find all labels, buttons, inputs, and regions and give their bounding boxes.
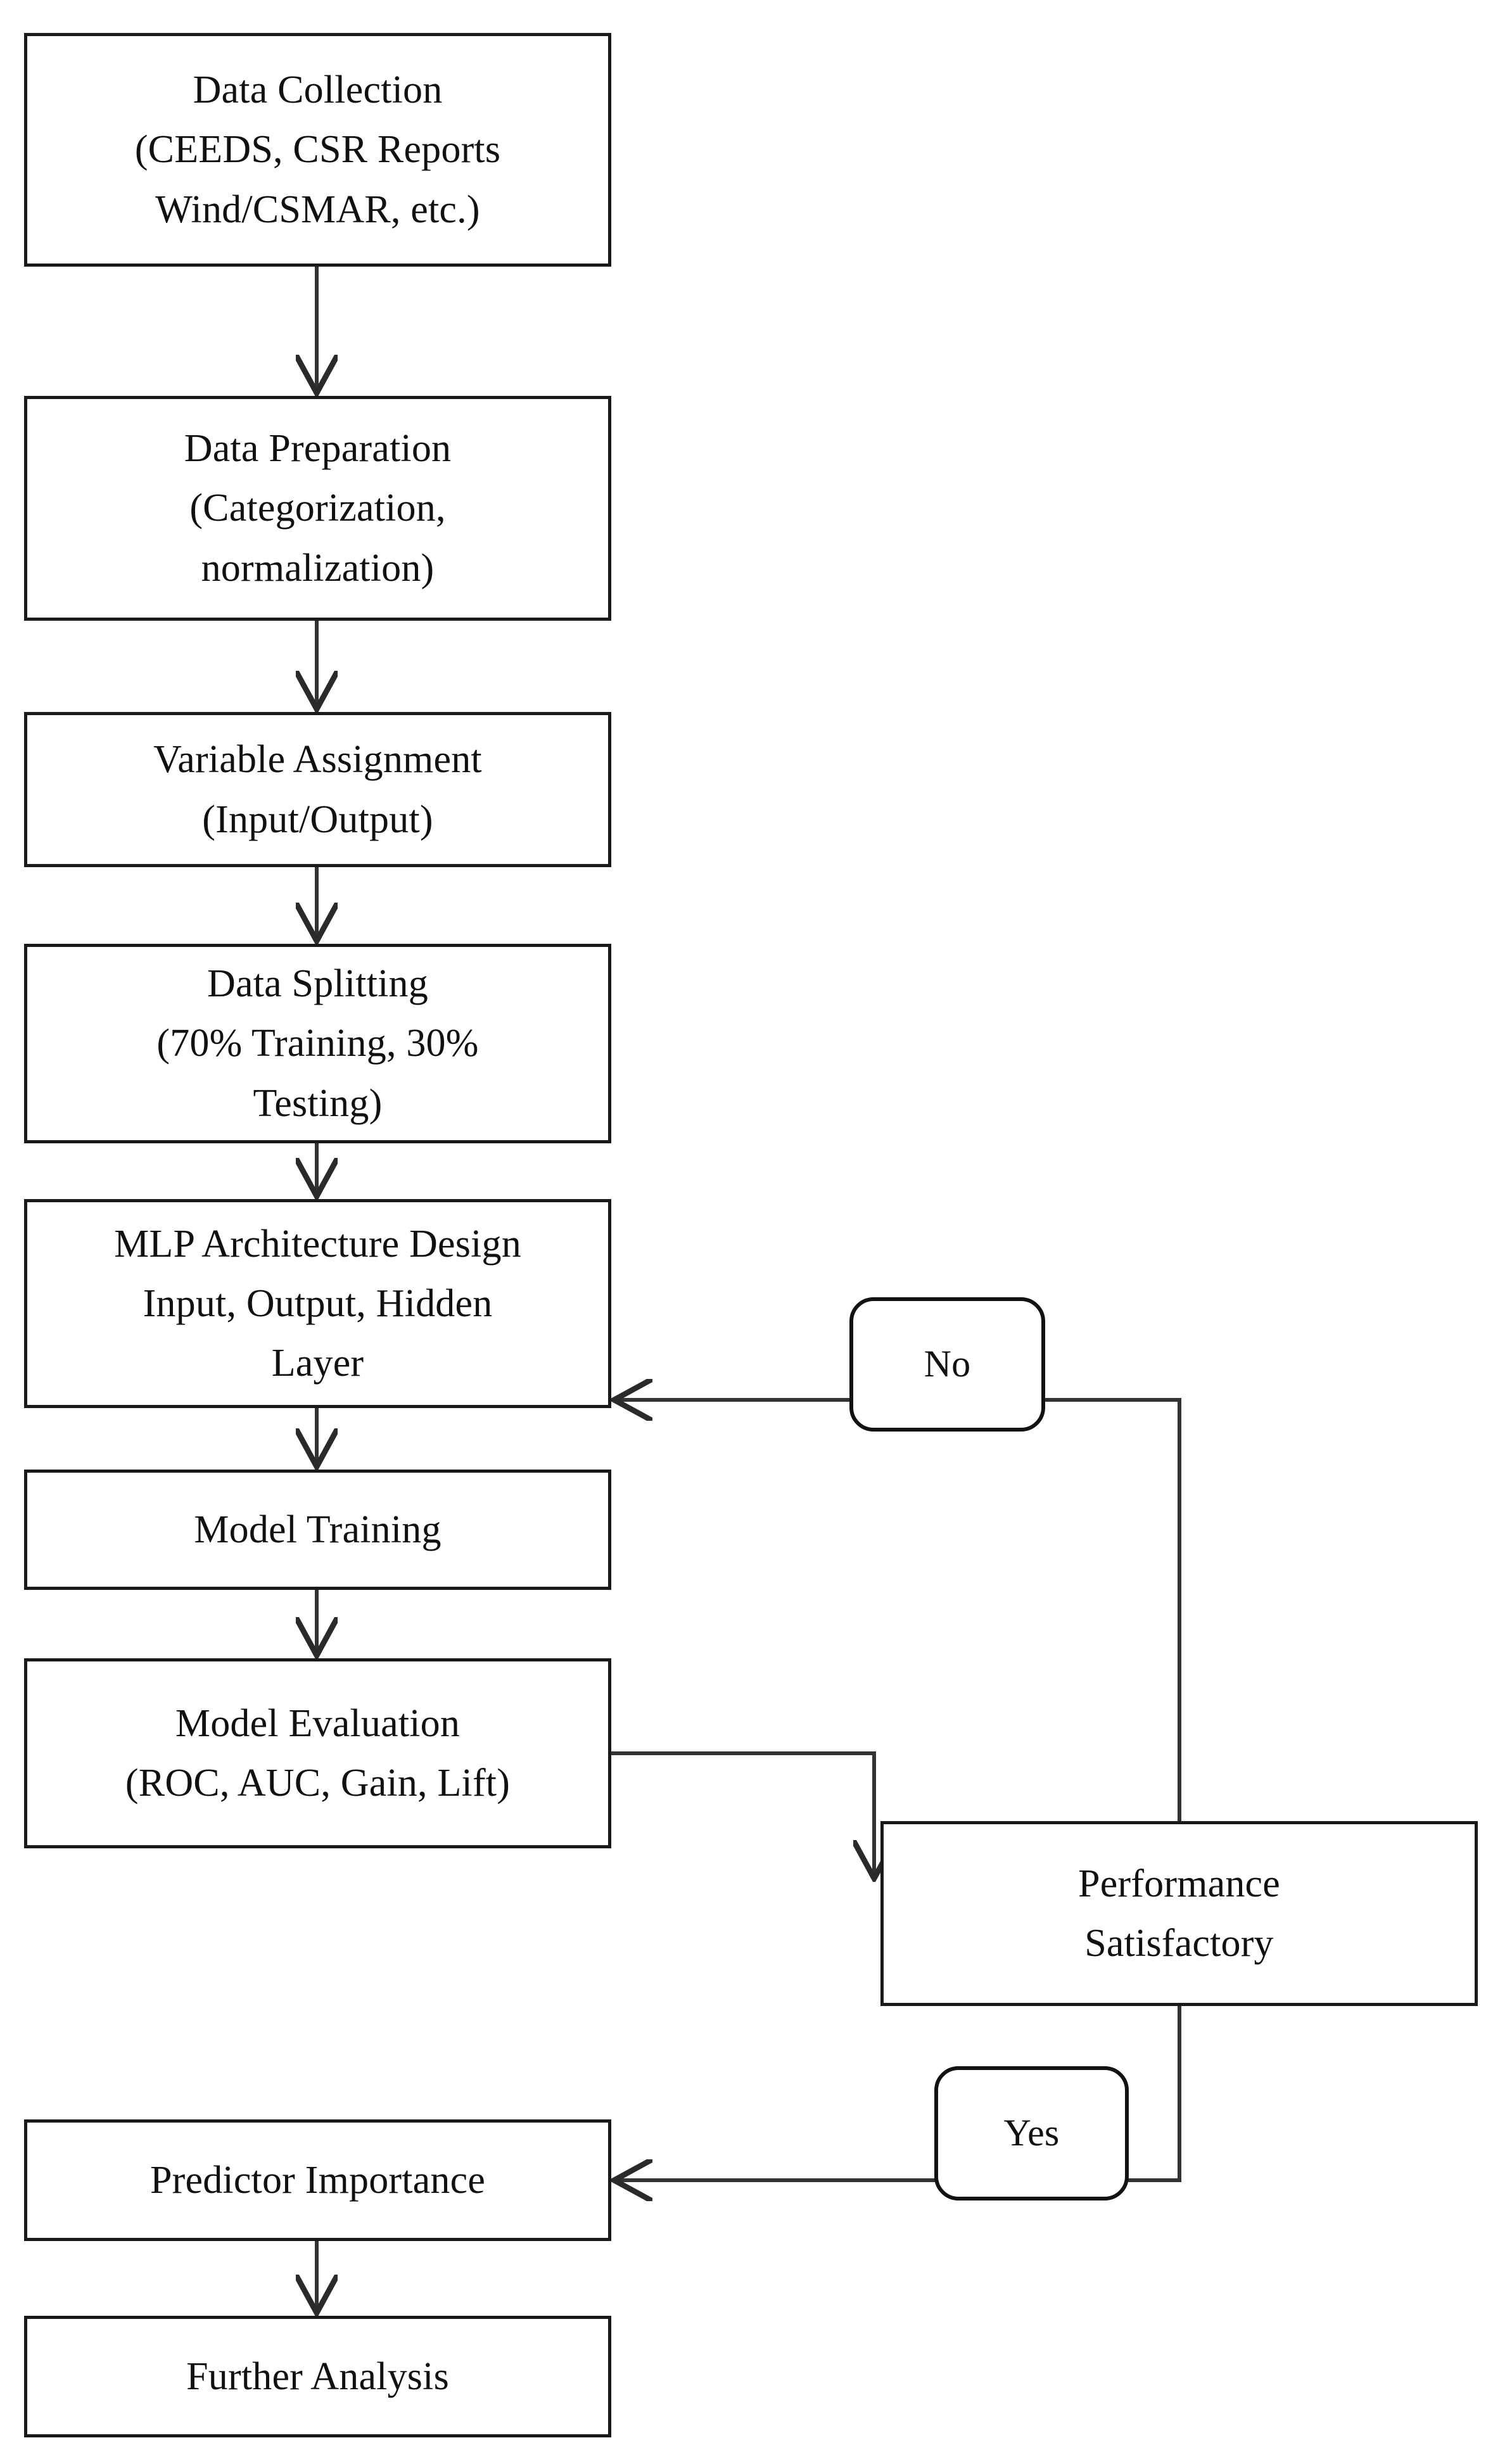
edge-evaluation-to-performance: [611, 1751, 874, 1875]
node-text-line: Data Preparation: [184, 427, 452, 471]
node-data-collection[interactable]: Data Collection (CEEDS, CSR Reports Wind…: [24, 33, 611, 267]
edge-label-no[interactable]: No: [849, 1297, 1045, 1432]
node-text-line: Further Analysis: [186, 2354, 449, 2398]
node-text-line: Layer: [271, 1342, 364, 1385]
node-text-line: (CEEDS, CSR Reports: [134, 128, 501, 172]
node-data-preparation[interactable]: Data Preparation (Categorization, normal…: [24, 396, 611, 621]
node-text-line: Data Collection: [193, 68, 443, 112]
node-text-line: (Categorization,: [189, 486, 446, 530]
node-text-line: Model Evaluation: [175, 1701, 461, 1745]
node-text-line: Model Training: [194, 1508, 442, 1551]
edge-label-yes[interactable]: Yes: [934, 2066, 1129, 2200]
node-model-evaluation[interactable]: Model Evaluation (ROC, AUC, Gain, Lift): [24, 1658, 611, 1848]
node-text-line: (ROC, AUC, Gain, Lift): [125, 1762, 511, 1805]
node-text-line: (Input/Output): [202, 797, 433, 841]
node-text-line: Wind/CSMAR, etc.): [155, 187, 480, 231]
node-mlp-architecture-design[interactable]: MLP Architecture Design Input, Output, H…: [24, 1199, 611, 1408]
edge-performance-no-to-mlp: [618, 1400, 1181, 1821]
node-text-line: No: [924, 1343, 971, 1385]
node-text-line: Satisfactory: [1084, 1922, 1274, 1965]
node-text-line: Data Splitting: [207, 962, 428, 1006]
node-text-line: normalization): [201, 546, 435, 590]
node-text-line: Input, Output, Hidden: [143, 1281, 493, 1325]
node-model-training[interactable]: Model Training: [24, 1470, 611, 1590]
node-variable-assignment[interactable]: Variable Assignment (Input/Output): [24, 712, 611, 867]
node-text-line: Yes: [1003, 2112, 1060, 2154]
node-text-line: Predictor Importance: [149, 2158, 486, 2202]
node-text-line: (70% Training, 30%: [156, 1022, 479, 1065]
node-further-analysis[interactable]: Further Analysis: [24, 2316, 611, 2437]
node-text-line: Variable Assignment: [153, 738, 482, 782]
node-text-line: MLP Architecture Design: [114, 1222, 521, 1266]
node-text-line: Testing): [253, 1081, 383, 1125]
node-predictor-importance[interactable]: Predictor Importance: [24, 2119, 611, 2241]
node-data-splitting[interactable]: Data Splitting (70% Training, 30% Testin…: [24, 944, 611, 1143]
node-text-line: Performance: [1078, 1862, 1280, 1905]
node-performance-satisfactory[interactable]: Performance Satisfactory: [880, 1821, 1478, 2006]
